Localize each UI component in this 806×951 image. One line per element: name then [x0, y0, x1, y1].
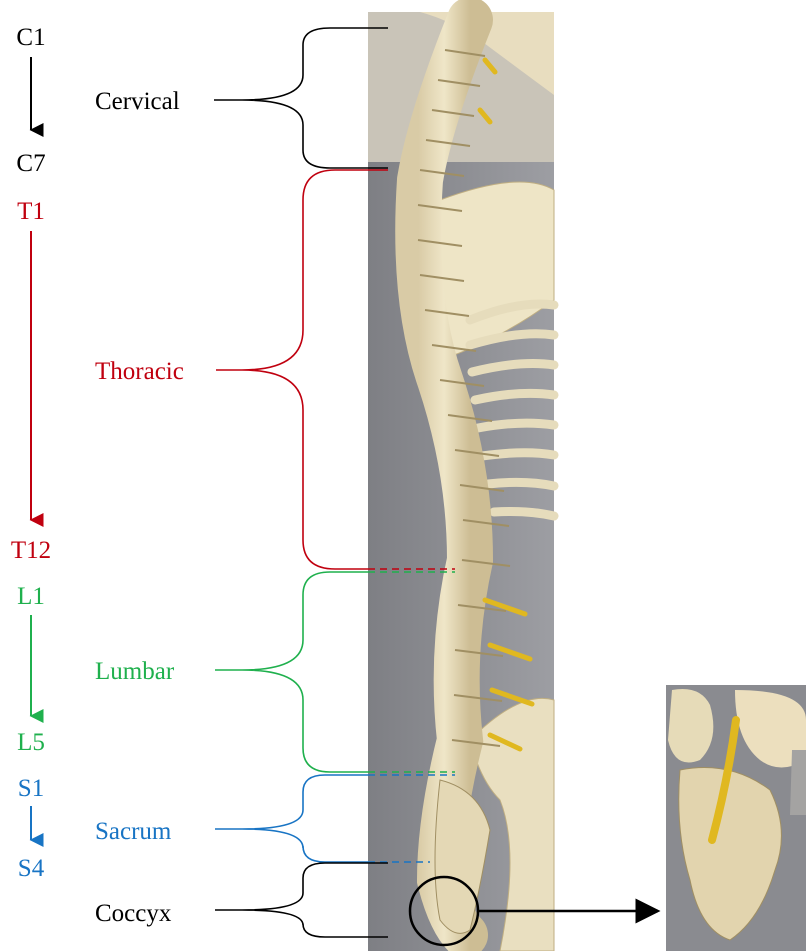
label-s4: S4 — [18, 855, 45, 882]
coccyx-brace — [242, 863, 388, 937]
region-label-sacrum: Sacrum — [95, 818, 172, 845]
lumbar-brace — [242, 572, 368, 772]
region-label-cervical: Cervical — [95, 88, 180, 115]
label-c7: C7 — [16, 150, 45, 177]
region-label-thoracic: Thoracic — [95, 358, 184, 385]
label-c1: C1 — [16, 24, 45, 51]
label-t1: T1 — [17, 198, 45, 225]
thoracic-brace — [242, 170, 388, 569]
label-l5: L5 — [17, 729, 45, 756]
coccyx-zoom-photo — [666, 685, 806, 951]
cervical-brace — [242, 28, 388, 168]
label-t12: T12 — [11, 537, 51, 564]
spine-photo — [368, 12, 554, 951]
sacrum-brace — [242, 775, 368, 862]
label-l1: L1 — [17, 583, 45, 610]
region-label-lumbar: Lumbar — [95, 658, 175, 685]
label-s1: S1 — [18, 775, 44, 802]
region-label-coccyx: Coccyx — [95, 900, 172, 927]
